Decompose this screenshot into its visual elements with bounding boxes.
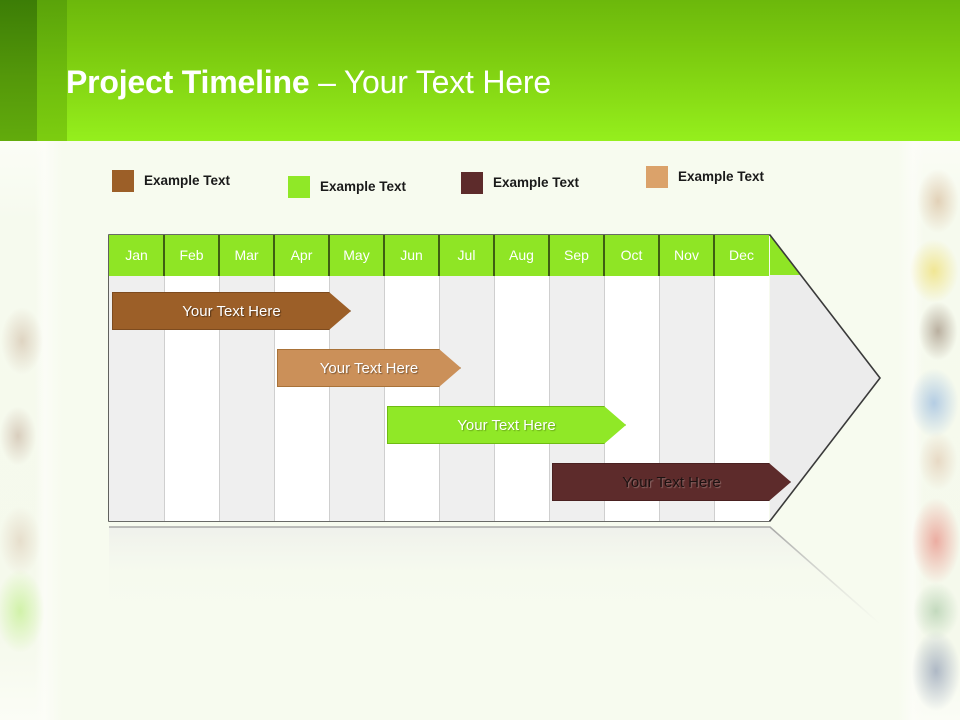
header-band-mid bbox=[37, 0, 67, 141]
timeline-bar-label-2: Your Text Here bbox=[319, 359, 419, 377]
month-header-divider bbox=[713, 235, 715, 276]
month-header-oct[interactable]: Oct bbox=[604, 235, 659, 276]
legend-label-4: Example Text bbox=[678, 169, 765, 184]
month-header-divider bbox=[603, 235, 605, 276]
legend-label-2: Example Text bbox=[320, 179, 407, 194]
month-header-divider bbox=[383, 235, 385, 276]
legend-swatch-4 bbox=[646, 166, 668, 188]
month-header-divider bbox=[218, 235, 220, 276]
month-header-divider bbox=[548, 235, 550, 276]
legend-swatch-1 bbox=[112, 170, 134, 192]
month-header-divider bbox=[163, 235, 165, 276]
month-header-nov[interactable]: Nov bbox=[659, 235, 714, 276]
column-divider bbox=[164, 235, 165, 521]
month-header-jul[interactable]: Jul bbox=[439, 235, 494, 276]
column-divider bbox=[659, 235, 660, 521]
legend-swatch-2 bbox=[288, 176, 310, 198]
month-header-divider bbox=[273, 235, 275, 276]
month-header-mar[interactable]: Mar bbox=[219, 235, 274, 276]
timeline-bar-3[interactable]: Your Text Here bbox=[387, 406, 626, 444]
month-header-may[interactable]: May bbox=[329, 235, 384, 276]
timeline-bar-label-4: Your Text Here bbox=[622, 473, 721, 491]
timeline-bar-label-1: Your Text Here bbox=[182, 302, 281, 320]
photo-children-right bbox=[898, 141, 960, 720]
photo-children-left bbox=[0, 141, 62, 720]
timeline-column-jan bbox=[109, 235, 164, 521]
column-divider bbox=[549, 235, 550, 521]
timeline-reflection bbox=[108, 524, 898, 624]
column-divider bbox=[274, 235, 275, 521]
month-header-aug[interactable]: Aug bbox=[494, 235, 549, 276]
column-divider bbox=[604, 235, 605, 521]
decorative-photo-strip-left bbox=[0, 141, 62, 720]
month-header-jun[interactable]: Jun bbox=[384, 235, 439, 276]
timeline-column-mar bbox=[219, 235, 274, 521]
month-header-sep[interactable]: Sep bbox=[549, 235, 604, 276]
page-title-light: – Your Text Here bbox=[309, 64, 551, 100]
slide-header bbox=[0, 0, 960, 141]
legend-label-3: Example Text bbox=[493, 175, 580, 190]
column-divider bbox=[714, 235, 715, 521]
month-header-feb[interactable]: Feb bbox=[164, 235, 219, 276]
timeline-bar-2[interactable]: Your Text Here bbox=[277, 349, 461, 387]
month-header-divider bbox=[658, 235, 660, 276]
header-band-dark bbox=[0, 0, 37, 141]
timeline-bar-4[interactable]: Your Text Here bbox=[552, 463, 791, 501]
reflection-shape bbox=[108, 526, 881, 624]
month-header-divider bbox=[438, 235, 440, 276]
month-header-jan[interactable]: Jan bbox=[109, 235, 164, 276]
month-header-dec[interactable]: Dec bbox=[714, 235, 769, 276]
timeline-column-feb bbox=[164, 235, 219, 521]
legend-swatch-3 bbox=[461, 172, 483, 194]
month-header-divider bbox=[328, 235, 330, 276]
timeline-column-aug bbox=[494, 235, 549, 521]
timeline-bar-label-3: Your Text Here bbox=[457, 416, 556, 434]
column-divider bbox=[494, 235, 495, 521]
legend-label-1: Example Text bbox=[144, 173, 231, 188]
page-title-bold: Project Timeline bbox=[66, 64, 310, 100]
header-main-panel bbox=[67, 0, 960, 141]
timeline-bar-1[interactable]: Your Text Here bbox=[112, 292, 351, 330]
month-header-apr[interactable]: Apr bbox=[274, 235, 329, 276]
month-header-divider bbox=[493, 235, 495, 276]
decorative-photo-strip-right bbox=[898, 141, 960, 720]
page-title: Project Timeline – Your Text Here bbox=[66, 59, 551, 105]
column-divider bbox=[219, 235, 220, 521]
